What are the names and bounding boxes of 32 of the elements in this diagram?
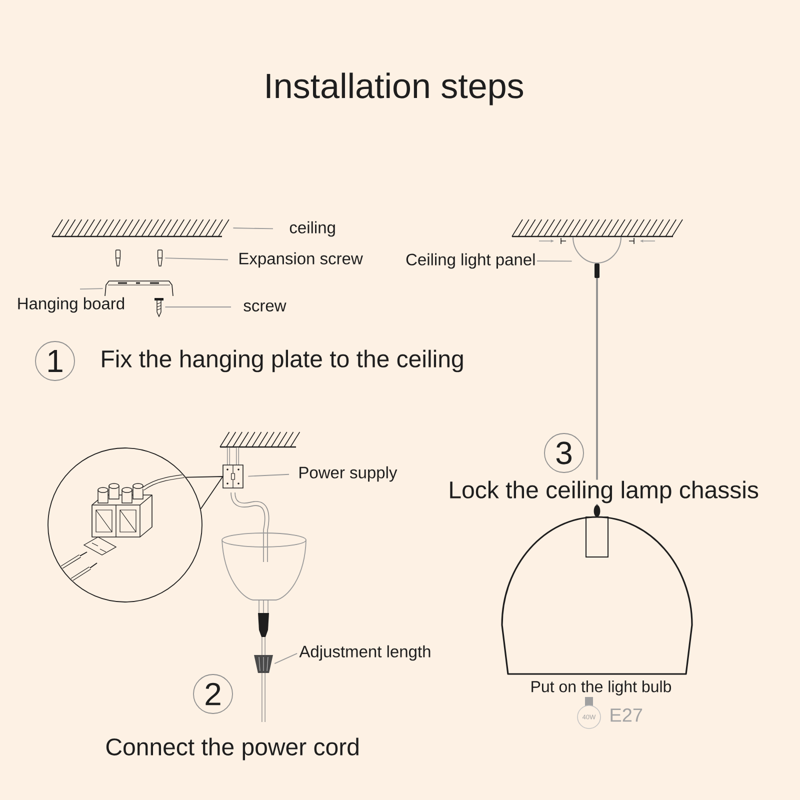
- expansion-screw: [157, 250, 163, 266]
- title: Installation steps: [266, 72, 524, 106]
- ceiling-canopy: [572, 236, 622, 264]
- length-adjuster: [254, 655, 273, 673]
- leader-line: [164, 306, 232, 308]
- part-label: Hanging board: [16, 296, 126, 314]
- leader-line: [80, 288, 104, 290]
- part-label: Adjustment length: [298, 644, 432, 662]
- screw: [154, 298, 164, 318]
- magnified-inset: [48, 448, 202, 602]
- part-label: ceiling: [288, 220, 337, 238]
- leader-line: [232, 228, 274, 230]
- part-label: screw: [242, 301, 288, 312]
- step-caption: Lock the ceiling lamp chassis: [447, 480, 760, 504]
- callout-wedge: [186, 476, 224, 510]
- step-caption: Fix the hanging plate to the ceiling: [99, 348, 466, 374]
- terminal-block: [222, 464, 244, 488]
- part-label: Expansion screw: [237, 251, 364, 269]
- step-number: 3: [544, 433, 584, 473]
- step-number: 2: [193, 674, 233, 714]
- ceiling-hatch: [52, 219, 230, 238]
- leader-line: [248, 474, 290, 477]
- leader-line: [536, 260, 572, 262]
- hanging-board: [104, 280, 174, 296]
- instruction-text: Put on the light bulb: [532, 680, 672, 696]
- step-number: 1: [35, 341, 75, 381]
- leader-line: [274, 652, 298, 664]
- step-caption: Connect the power cord: [104, 736, 362, 762]
- spec-label: E27: [608, 707, 644, 723]
- part-label: Ceiling light panel: [404, 252, 537, 270]
- part-label: Power supply: [297, 465, 398, 483]
- leader-line: [164, 258, 228, 260]
